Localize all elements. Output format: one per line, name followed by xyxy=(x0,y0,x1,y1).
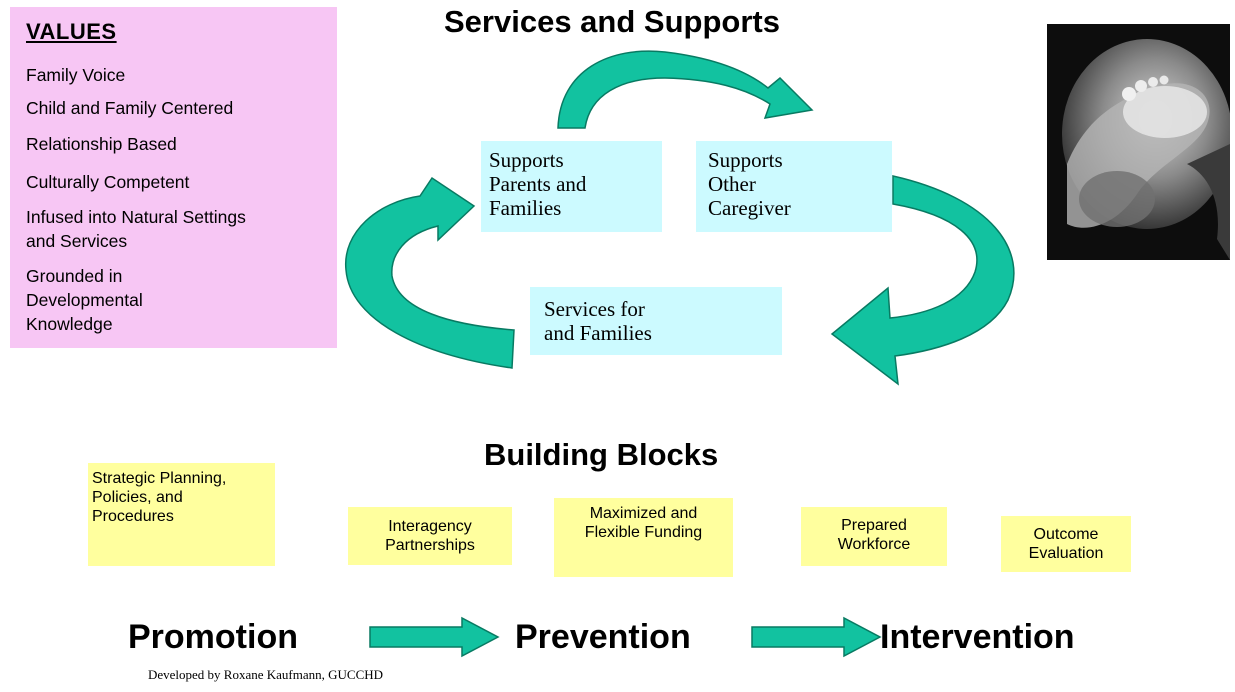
service-box-line: Services for xyxy=(544,297,645,321)
service-box-caregiver: Supports Other Caregiver xyxy=(696,141,892,232)
flow-stage-prevention: Prevention xyxy=(515,618,691,656)
left-cycle-arrow xyxy=(345,176,515,369)
block-funding: Maximized and Flexible Funding xyxy=(554,498,733,577)
block-label: Maximized and Flexible Funding xyxy=(584,505,703,541)
services-title: Services and Supports xyxy=(444,4,780,39)
service-box-line: Caregiver xyxy=(708,196,791,220)
service-box-line: Supports xyxy=(489,148,564,172)
service-box-line: Families xyxy=(489,196,562,220)
flow-arrow-icon xyxy=(751,616,882,658)
top-cycle-arrow xyxy=(557,50,814,129)
block-strategic-planning: Strategic Planning, Policies, and Proced… xyxy=(88,463,275,566)
flow-stage-intervention: Intervention xyxy=(880,618,1075,656)
values-title: VALUES xyxy=(26,19,117,44)
block-interagency: Interagency Partnerships xyxy=(348,507,512,565)
values-panel: VALUES Family Voice Child and Family Cen… xyxy=(10,7,337,348)
block-label: Prepared Workforce xyxy=(837,517,911,553)
service-box-parents: Supports Parents and Families xyxy=(481,141,662,232)
value-item: Infused into Natural Settings and Servic… xyxy=(26,207,246,251)
service-box-line: and Families xyxy=(544,321,652,345)
service-box-line: Other xyxy=(708,172,756,196)
block-label: Interagency Partnerships xyxy=(385,518,475,554)
block-label: Outcome Evaluation xyxy=(1028,526,1104,562)
value-item: Family Voice xyxy=(26,65,126,85)
value-item: Relationship Based xyxy=(26,134,177,154)
right-cycle-arrow xyxy=(830,175,1015,386)
flow-stage-promotion: Promotion xyxy=(128,618,298,656)
credit-line: Developed by Roxane Kaufmann, GUCCHD xyxy=(148,667,384,682)
block-outcome: Outcome Evaluation xyxy=(1001,516,1131,572)
value-item: Culturally Competent xyxy=(26,172,190,192)
service-box-families: Services for and Families xyxy=(530,287,782,355)
value-item: Grounded in Developmental Knowledge xyxy=(26,266,143,334)
service-box-line: Supports xyxy=(708,148,783,172)
block-workforce: Prepared Workforce xyxy=(801,507,947,566)
service-box-line: Parents and xyxy=(489,172,587,196)
building-blocks-title: Building Blocks xyxy=(484,437,719,472)
value-item: Child and Family Centered xyxy=(26,98,234,118)
block-label: Strategic Planning, Policies, and Proced… xyxy=(92,470,227,525)
flow-arrow-icon xyxy=(369,616,500,658)
baby-feet-photo xyxy=(1047,24,1230,260)
